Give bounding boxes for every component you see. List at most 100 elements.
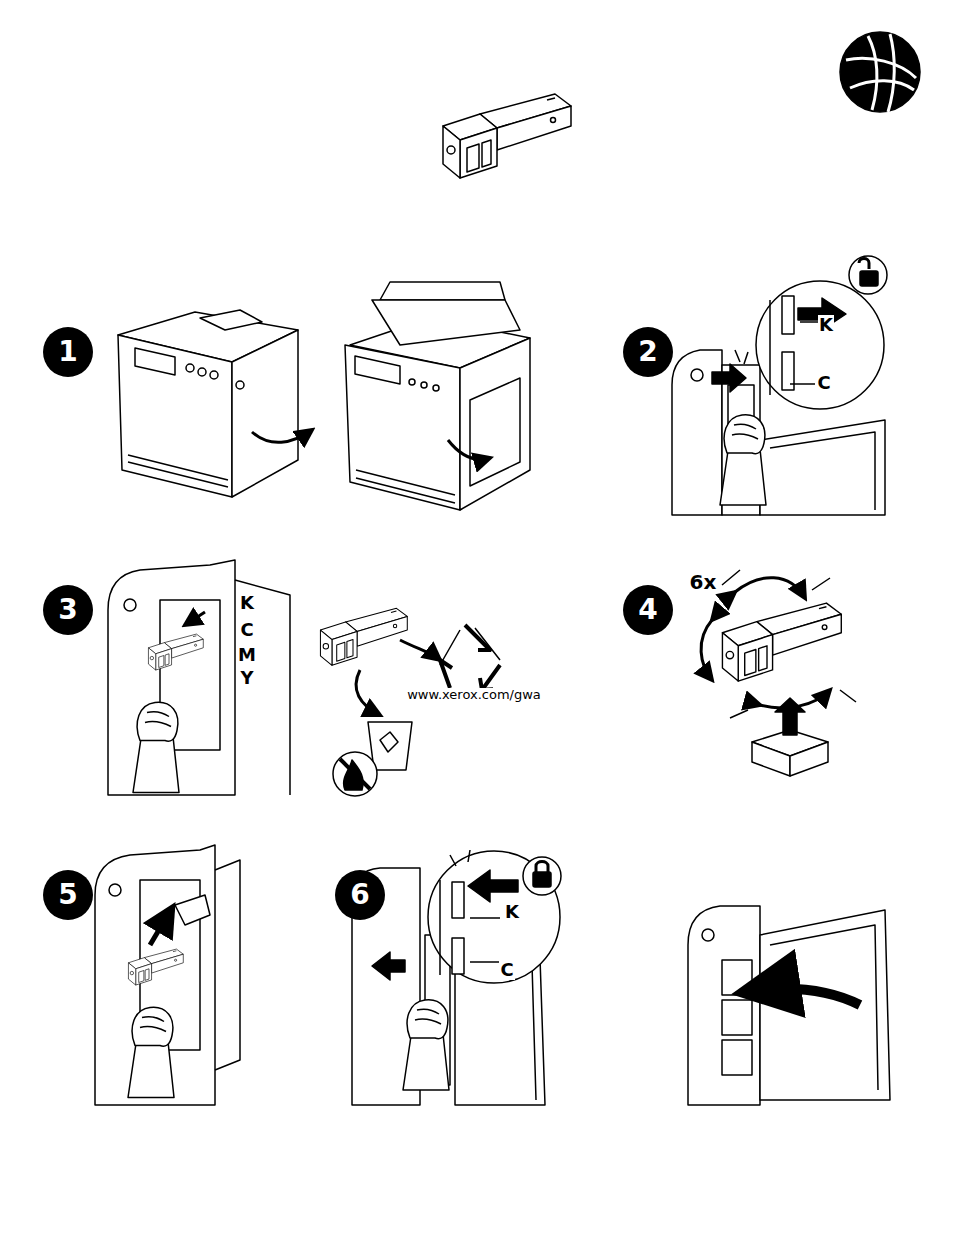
unlock-illustration [672,256,887,515]
printer-multifunction-part [345,345,460,510]
remove-illustration-part [440,625,500,690]
remove-illustration-part [356,670,380,715]
shake-illustration-part [735,578,805,598]
step-number-text: 3 [58,596,77,624]
remove-illustration-part [400,640,440,660]
insert-illustration-part [128,1007,174,1097]
printer-multifunction-part [355,356,400,384]
unlock-illustration-part [849,256,887,294]
lock-illustration-part [468,870,518,902]
step-number: 1 [43,327,93,377]
step-number: 2 [623,327,673,377]
step-number: 5 [43,870,93,920]
shake-illustration [701,570,856,776]
shake-illustration-part [722,603,841,681]
xerox-logo-part [868,36,877,110]
lock-illustration-part [403,1000,449,1090]
lock-illustration-part [523,857,561,895]
lock-illustration-part [428,851,560,983]
step-number-text: 6 [350,881,369,909]
close-door-illustration-part [722,1040,752,1075]
xerox-logo-part [840,32,920,112]
unlock-illustration-part [760,420,885,515]
insert-illustration-part [215,860,240,1070]
color-slot-letter: C [816,373,831,393]
printer-desktop-part [252,430,312,442]
printer-desktop-part [210,371,218,379]
xerox-logo-part [850,81,914,90]
toner-cartridge [443,94,571,178]
remove-illustration-part [124,599,136,611]
xerox-logo-part [888,34,894,112]
web-address: www.xerox.com/gwa [406,688,542,702]
shake-illustration-part [752,742,790,776]
remove-illustration-part [380,732,398,752]
unlock-illustration-part [756,281,884,409]
remove-illustration-part [148,634,203,670]
step-number: 3 [43,585,93,635]
insert-illustration-part [150,908,172,945]
unlock-illustration-part [790,383,815,385]
remove-illustration-part [108,560,235,795]
close-door-illustration-part [722,1000,752,1035]
step-number-text: 5 [58,881,77,909]
printer-desktop-part [118,335,232,497]
insert-illustration [95,845,240,1105]
close-door-illustration-part [770,925,878,1090]
color-slot-letter: K [239,593,255,613]
printer-desktop-part [186,364,194,372]
printer-multifunction-part [380,282,505,300]
printer-multifunction-part [372,300,520,345]
remove-illustration-part [185,612,205,625]
shake-illustration-part [701,620,712,680]
shake-illustration-part [722,570,856,718]
lock-illustration-part [372,952,405,980]
insert-illustration-part [128,949,183,985]
unlock-illustration-part [720,415,766,505]
insert-illustration-part [95,845,215,1105]
close-door-illustration-part [688,906,760,1105]
printer-multifunction-part [460,338,530,510]
remove-illustration [108,560,500,796]
color-slot-letter: M [237,645,257,665]
printer-desktop-part [236,381,244,389]
unlock-illustration-part [770,432,875,510]
xerox-logo-part [846,58,916,78]
color-slot-letter: Y [239,668,254,688]
remove-illustration-part [340,759,370,789]
printer-desktop [118,310,312,497]
step-number-text: 1 [58,338,77,366]
printer-desktop-part [232,330,298,497]
lock-illustration-part [452,882,464,918]
unlock-illustration-part [712,364,746,392]
xerox-logo [840,32,920,112]
printer-desktop-part [198,368,206,376]
printer-desktop-part [128,455,228,487]
lock-illustration-part [470,918,500,962]
close-door-illustration [688,906,890,1105]
printer-multifunction-part [470,378,520,486]
remove-illustration-part [235,580,290,795]
printer-multifunction [345,282,530,510]
unlock-illustration-part [782,296,794,334]
color-slot-letter: K [504,902,520,922]
printer-multifunction-part [356,470,455,503]
shake-count: 6x [689,571,718,593]
printer-multifunction-part [409,379,415,385]
lock-illustration-part [452,938,464,974]
toner-cartridge-part [443,94,571,178]
printer-multifunction-part [448,440,490,459]
printer-multifunction-part [433,385,439,391]
remove-illustration-part [133,702,179,792]
lock-illustration-part [450,850,470,866]
insert-illustration-part [109,884,121,896]
step-number-text: 4 [638,596,657,624]
close-door-illustration-part [760,910,890,1100]
color-slot-letter: K [818,315,834,335]
printer-multifunction-part [421,382,427,388]
remove-illustration-part [333,752,377,796]
shake-illustration-part [790,742,828,776]
